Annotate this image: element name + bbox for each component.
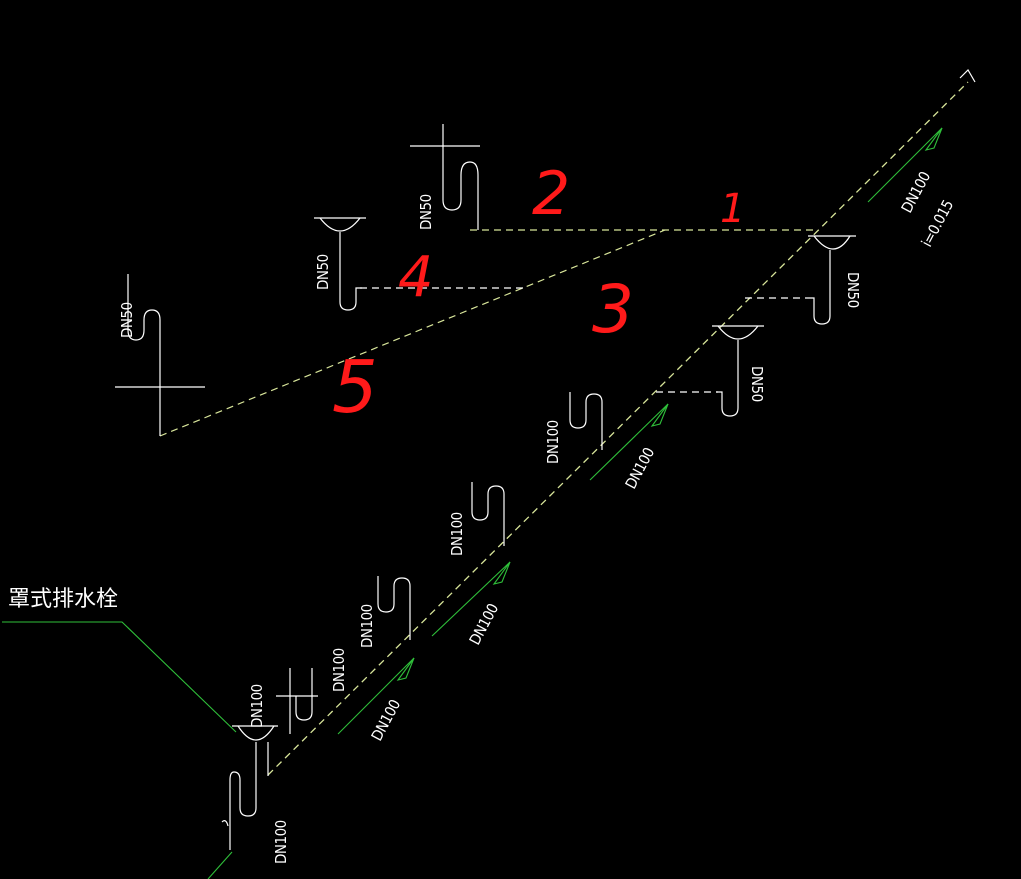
annotation-3: 3: [592, 271, 634, 348]
label-dn50-mid-basin: DN50: [748, 366, 766, 402]
label-dn50-right-basin: DN50: [844, 272, 862, 308]
annotation-2: 2: [532, 159, 570, 229]
leader-lines: [2, 621, 237, 879]
label-dn100-pipe-2: DN100: [466, 601, 502, 648]
basin-right: [808, 235, 856, 325]
p-trap-top: [410, 124, 480, 230]
p-trap-dn100-4: [276, 668, 318, 734]
label-dn100-branch-5: DN100: [248, 684, 266, 728]
annotation-5: 5: [332, 345, 378, 429]
floor-drain: [221, 725, 278, 850]
top-vent-end: [959, 69, 976, 83]
annotation-4: 4: [398, 245, 434, 310]
basin-mid: [712, 325, 764, 417]
branch-pipe-short: [360, 287, 808, 393]
annotation-1: 1: [720, 186, 745, 232]
basin-left: [314, 217, 366, 311]
label-dn100-branch-3: DN100: [358, 604, 376, 648]
label-dn100-pipe-3: DN100: [368, 697, 404, 744]
label-dn100-branch-2: DN100: [448, 512, 466, 556]
label-dn100-pipe-1: DN100: [622, 445, 658, 492]
p-trap-far-left: [115, 274, 205, 436]
label-dn100-branch-1: DN100: [544, 420, 562, 464]
p-trap-dn100-2: [471, 482, 505, 546]
flow-arrows: [337, 127, 943, 735]
p-trap-dn100-1: [569, 392, 603, 450]
label-dn50-far-left: DN50: [118, 302, 136, 338]
label-dn100-riser: DN100: [898, 169, 934, 216]
label-dn100-bottom: DN100: [272, 820, 290, 864]
label-floor-drain: 罩式排水栓: [8, 587, 118, 612]
label-slope: i=0.015: [918, 197, 957, 250]
label-dn100-branch-4: DN100: [330, 648, 348, 692]
branch-pipe-upper: [159, 229, 818, 437]
main-drain-pipe: [267, 81, 969, 776]
p-trap-dn100-3: [377, 576, 411, 640]
label-dn50-top-trap: DN50: [417, 194, 435, 230]
label-dn50-left-basin: DN50: [314, 254, 332, 290]
